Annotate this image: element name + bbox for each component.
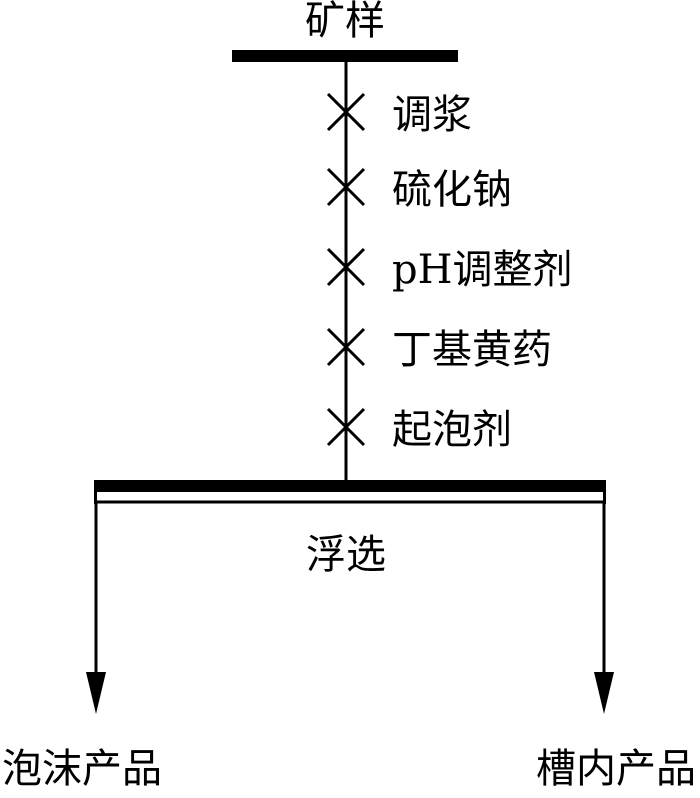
- flotation-label: 浮选: [306, 532, 386, 578]
- reagent-label-butyl-xanthate: 丁基黄药: [392, 327, 552, 373]
- reagent-addition-4: 丁基黄药: [326, 327, 552, 373]
- reagent-label-frother: 起泡剂: [392, 407, 512, 453]
- froth-product-label: 泡沫产品: [2, 746, 162, 792]
- feed-bar: [232, 50, 458, 62]
- reagent-label-conditioning: 调浆: [392, 92, 472, 138]
- reagent-label-sodium-sulfide: 硫化钠: [392, 167, 512, 213]
- reagent-addition-5: 起泡剂: [326, 407, 512, 453]
- tailings-product-label: 槽内产品: [536, 746, 696, 792]
- reagent-addition-1: 调浆: [326, 92, 472, 138]
- reagent-addition-2: 硫化钠: [326, 167, 512, 213]
- reagent-addition-3: pH调整剂: [326, 247, 573, 293]
- froth-product-arrow: [86, 502, 106, 714]
- reagent-label-ph-regulator: pH调整剂: [392, 247, 573, 293]
- flotation-cell: [94, 480, 606, 504]
- ore-sample-label: 矿样: [305, 0, 385, 44]
- tailings-product-arrow: [594, 502, 614, 714]
